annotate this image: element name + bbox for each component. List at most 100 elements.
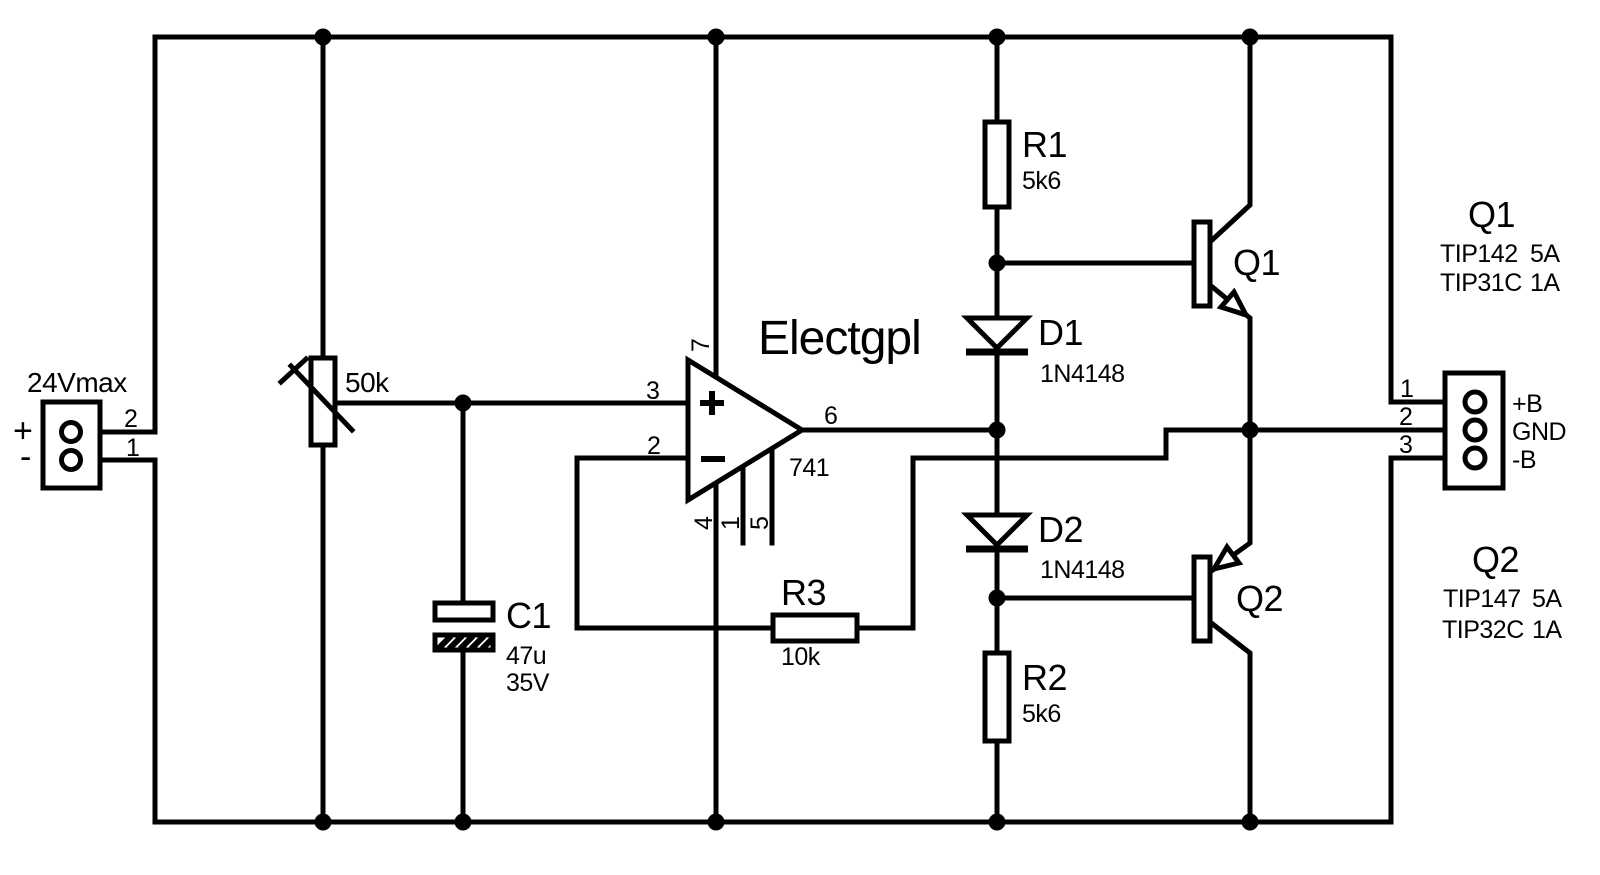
- diode-d2-ref: D2: [1038, 509, 1083, 550]
- q2-info-title: Q2: [1472, 539, 1519, 580]
- q2-info-row1-part: TIP147: [1443, 585, 1521, 613]
- brand-label: Electgpl: [758, 312, 921, 365]
- junction-dot: [988, 589, 1006, 607]
- potentiometer-value: 50k: [345, 367, 390, 398]
- diode-d2-part: 1N4148: [1040, 556, 1125, 584]
- transistor-q1-base-bar: [1191, 219, 1213, 309]
- resistor-r1-body: [982, 119, 1012, 210]
- transistor-q1: Q1: [1191, 219, 1281, 320]
- diode-d2: D2 1N4148: [960, 509, 1125, 584]
- output-label-gnd: GND: [1512, 418, 1566, 446]
- junction-dot: [1241, 421, 1259, 439]
- capacitor-c1: C1 47u 35V: [432, 595, 552, 697]
- output-pin1-number: 1: [1400, 375, 1413, 403]
- output-connector-pin3-circle: [1462, 445, 1488, 471]
- input-minus-label: -: [20, 438, 31, 476]
- wire-q1-collector: [1206, 34, 1253, 246]
- resistor-r2-body: [982, 650, 1012, 744]
- q1-info-row2-amp: 1A: [1530, 269, 1560, 297]
- opamp: 3 2 6 7 4 1 5 741: [646, 339, 838, 530]
- diode-d2-triangle: [960, 512, 1034, 549]
- output-pin2-number: 2: [1399, 403, 1412, 431]
- transistor-q2-emitter-arrow: [1208, 542, 1244, 573]
- q1-info-row1-amp: 5A: [1530, 240, 1560, 268]
- transistor-q1-emitter-arrow: [1216, 287, 1252, 320]
- resistor-r2: R2 5k6: [982, 650, 1068, 744]
- q2-info-block: Q2 TIP147 5A TIP32C 1A: [1442, 539, 1563, 644]
- diode-d1: D1 1N4148: [960, 312, 1125, 388]
- output-connector-pin2-circle: [1462, 417, 1488, 443]
- input-connector-body: [40, 399, 103, 491]
- junction-dot: [1241, 28, 1259, 46]
- resistor-r3-body: [770, 612, 860, 644]
- diode-d1-part: 1N4148: [1040, 360, 1125, 388]
- resistor-r3-value: 10k: [781, 643, 821, 671]
- resistor-r1: R1 5k6: [982, 119, 1068, 210]
- opamp-pin1-label: 1: [717, 517, 745, 530]
- wire-negative-rail: [77, 455, 1467, 825]
- transistor-q2-base-bar: [1191, 554, 1213, 644]
- potentiometer-wiper-arrow: [287, 362, 356, 434]
- output-label-plus-b: +B: [1512, 390, 1542, 418]
- resistor-r2-value: 5k6: [1022, 700, 1061, 728]
- capacitor-ref: C1: [506, 595, 551, 636]
- transistor-q2: Q2: [1191, 542, 1284, 644]
- potentiometer: 50k: [277, 355, 391, 448]
- potentiometer-wiper-tbar: [277, 355, 310, 386]
- q1-info-title: Q1: [1468, 194, 1515, 235]
- capacitor-plate-top: [432, 600, 496, 623]
- resistor-r1-ref: R1: [1022, 124, 1067, 165]
- wire-positive-rail: [77, 34, 1467, 435]
- opamp-noninverting-icon: [700, 391, 724, 415]
- q2-info-row2-part: TIP32C: [1442, 616, 1524, 644]
- diode-d1-ref: D1: [1038, 312, 1083, 353]
- input-plus-label: +: [13, 412, 32, 450]
- input-pin1-number: 1: [126, 434, 139, 462]
- q2-info-row1-amp: 5A: [1532, 585, 1562, 613]
- output-connector: 1 2 3 +B GND -B: [1399, 370, 1567, 491]
- opamp-pin3-label: 3: [646, 377, 659, 405]
- junction-dots: [314, 28, 1259, 831]
- q1-info-row1-part: TIP142: [1440, 240, 1518, 268]
- output-pin3-number: 3: [1399, 431, 1412, 459]
- junction-dot: [454, 813, 472, 831]
- capacitor-hatch: [435, 633, 495, 652]
- input-connector-pin2-circle: [59, 420, 83, 444]
- input-connector-title: 24Vmax: [27, 367, 127, 398]
- wire-q2-collector: [1206, 618, 1253, 825]
- input-connector: 24Vmax + - 2 1: [13, 367, 140, 491]
- resistor-r1-value: 5k6: [1022, 167, 1061, 195]
- opamp-part-label: 741: [789, 454, 829, 482]
- junction-dot: [314, 28, 332, 46]
- junction-dot: [988, 254, 1006, 272]
- opamp-pin7-label: 7: [687, 339, 715, 352]
- transistor-q2-ref: Q2: [1236, 578, 1283, 619]
- q2-info-row2-amp: 1A: [1532, 616, 1562, 644]
- opamp-pin2-label: 2: [647, 432, 660, 460]
- opamp-pin4-label: 4: [690, 516, 718, 530]
- wire-r3-to-gnd: [854, 427, 1467, 631]
- wire-inverting-feedback: [574, 455, 776, 631]
- capacitor-value: 47u: [506, 642, 546, 670]
- transistor-q1-ref: Q1: [1233, 242, 1280, 283]
- diode-d1-triangle: [960, 315, 1034, 352]
- q1-info-block: Q1 TIP142 5A TIP31C 1A: [1440, 194, 1561, 297]
- resistor-r2-ref: R2: [1022, 657, 1067, 698]
- capacitor-voltage: 35V: [506, 669, 550, 697]
- output-label-minus-b: -B: [1512, 446, 1536, 474]
- opamp-triangle: [685, 355, 807, 505]
- input-connector-pin1-circle: [59, 448, 83, 472]
- opamp-pin6-label: 6: [824, 402, 837, 430]
- junction-dot: [988, 421, 1006, 439]
- junction-dot: [707, 813, 725, 831]
- junction-dot: [314, 813, 332, 831]
- junction-dot: [1241, 813, 1259, 831]
- junction-dot: [707, 28, 725, 46]
- opamp-pin5-label: 5: [746, 517, 774, 530]
- junction-dot: [988, 28, 1006, 46]
- junction-dot: [454, 394, 472, 412]
- q1-info-row2-part: TIP31C: [1440, 269, 1522, 297]
- junction-dot: [988, 813, 1006, 831]
